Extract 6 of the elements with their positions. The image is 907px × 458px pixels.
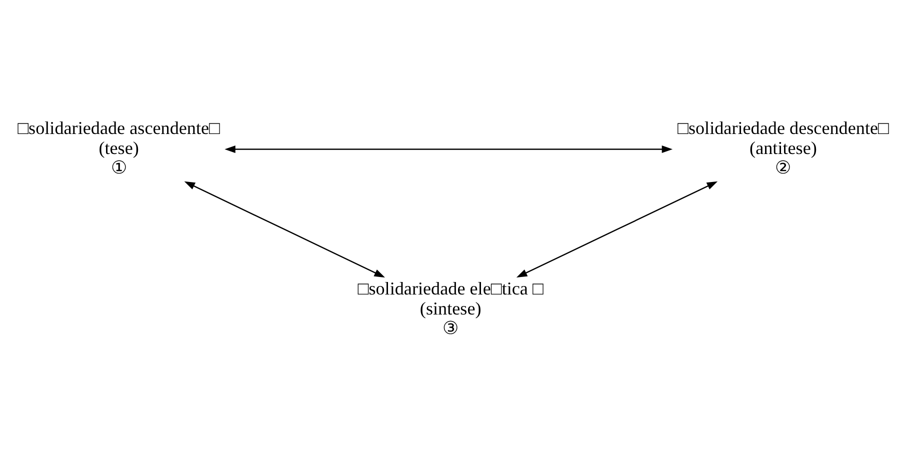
arrow (224, 144, 673, 152)
arrow (516, 180, 718, 278)
node-text: □solidariedade ascendente□ (tese) ① (18, 118, 220, 178)
node-text: □solidariedade descendente□ (antitese) ② (678, 118, 889, 178)
arrow (184, 180, 385, 278)
node-text: □solidariedade ele□tica □ (sintese) ③ (358, 278, 544, 338)
